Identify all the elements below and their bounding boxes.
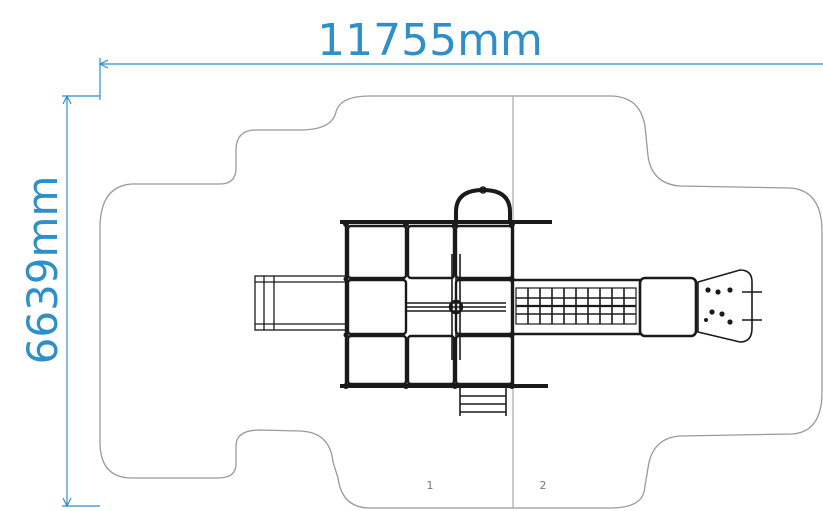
- climbing-holds: [704, 287, 733, 325]
- right-bridge: [513, 278, 640, 336]
- zone-1-label: 1: [427, 479, 434, 492]
- central-spinner: [406, 254, 506, 360]
- climbing-wall: [697, 269, 762, 343]
- left-ramp: [254, 275, 348, 331]
- bottom-ladder: [459, 388, 507, 416]
- height-dimension: [62, 94, 100, 508]
- play-structure: [254, 186, 762, 416]
- safety-zone-outline: [99, 95, 823, 509]
- arch-knob: [479, 186, 487, 194]
- top-arch: [454, 187, 512, 222]
- width-dimension-label: 11755mm: [317, 15, 543, 66]
- height-dimension-label: 6639mm: [18, 176, 67, 365]
- deck-platforms: [344, 222, 515, 388]
- width-dimension: [98, 58, 823, 100]
- end-platform: [638, 276, 698, 338]
- zone-2-label: 2: [540, 479, 547, 492]
- posts: [343, 221, 515, 389]
